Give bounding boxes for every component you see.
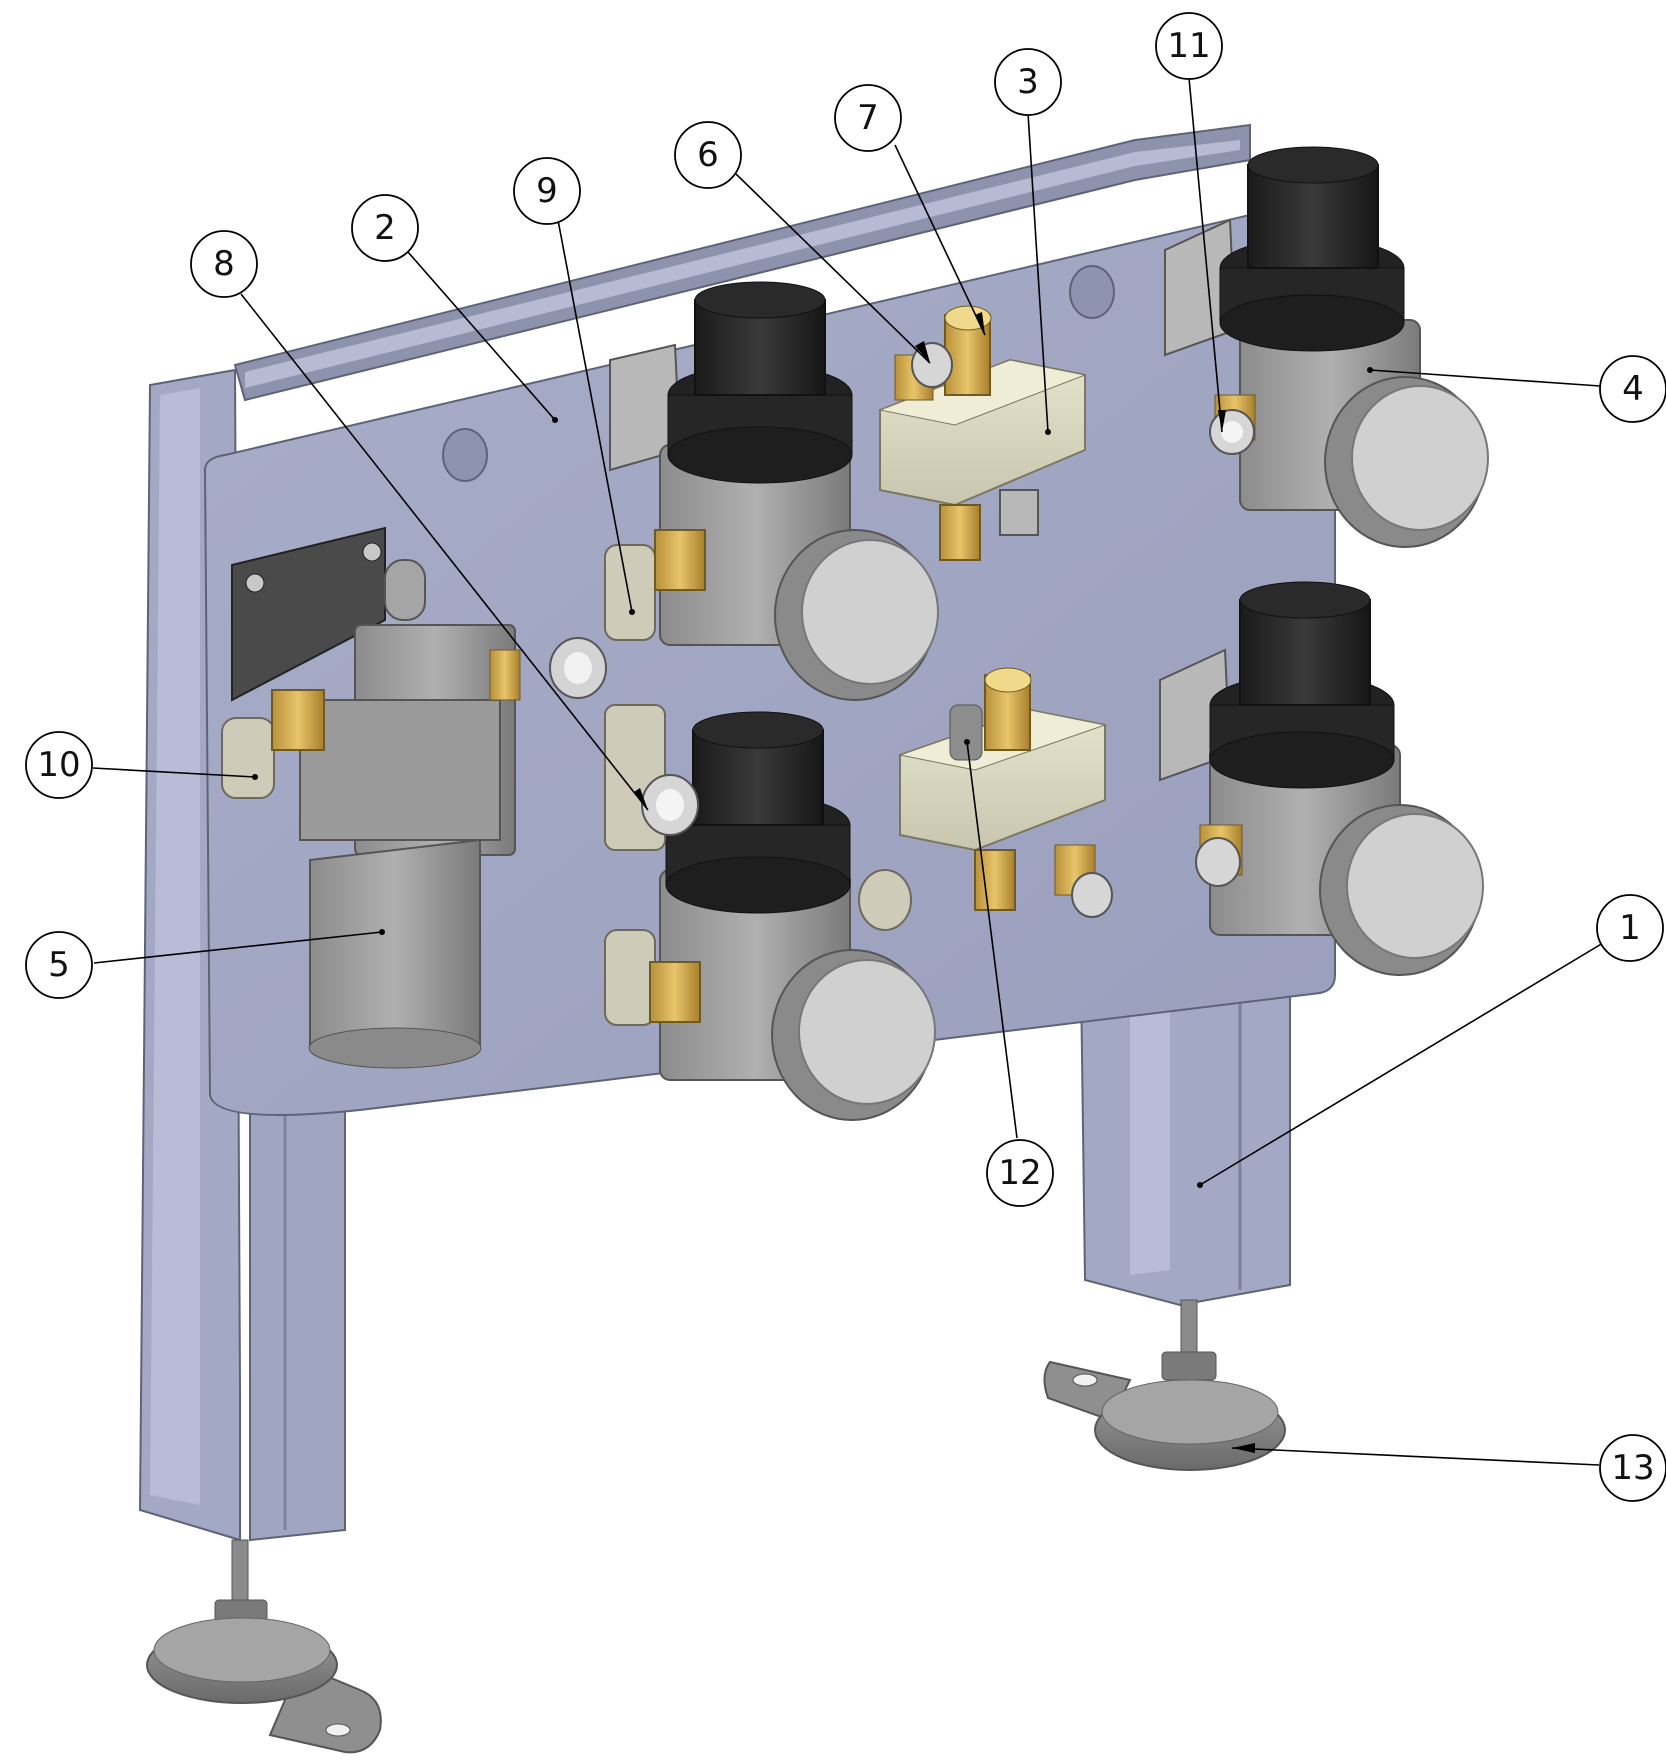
regulator-bottom-middle xyxy=(604,704,936,1121)
leveling-foot-left xyxy=(146,1539,382,1754)
regulator-top-right xyxy=(1164,146,1489,548)
leader-11 xyxy=(1188,77,1223,433)
leader-5 xyxy=(93,931,383,964)
leader-6 xyxy=(735,173,931,364)
leveling-foot-right xyxy=(1043,1299,1286,1471)
leader-8 xyxy=(240,293,649,811)
plate-hole xyxy=(1069,265,1115,319)
balloon-10: 10 xyxy=(25,731,93,799)
leader-10 xyxy=(92,767,256,778)
balloon-label: 11 xyxy=(1167,26,1210,66)
balloon-label: 2 xyxy=(374,208,396,248)
balloon-4: 4 xyxy=(1599,355,1666,423)
balloon-7: 7 xyxy=(834,84,902,152)
regulator-bottom-right xyxy=(1159,581,1484,976)
balloon-8: 8 xyxy=(190,230,258,298)
leader-lines xyxy=(92,77,1609,1466)
balloon-label: 4 xyxy=(1622,369,1644,409)
balloon-9: 9 xyxy=(513,157,581,225)
balloon-label: 7 xyxy=(857,98,879,138)
leader-7 xyxy=(894,144,986,336)
balloon-label: 6 xyxy=(697,135,719,175)
leader-4 xyxy=(1369,369,1601,387)
balloon-label: 13 xyxy=(1611,1448,1654,1488)
leader-13 xyxy=(1231,1447,1600,1466)
balloon-13: 13 xyxy=(1599,1434,1666,1502)
balloon-label: 12 xyxy=(998,1153,1041,1193)
balloon-label: 8 xyxy=(213,244,235,284)
valve-bottom xyxy=(898,667,1113,918)
balloon-label: 9 xyxy=(536,171,558,211)
leader-2 xyxy=(407,251,556,421)
elbow-fitting-left xyxy=(221,689,325,799)
balloon-6: 6 xyxy=(674,121,742,189)
balloon-5: 5 xyxy=(25,931,93,999)
filter-bracket xyxy=(231,526,386,702)
balloon-label: 10 xyxy=(37,745,80,785)
balloon-2: 2 xyxy=(351,194,419,262)
plate-hole xyxy=(442,428,488,482)
balloon-3: 3 xyxy=(994,48,1062,116)
regulator-top-middle xyxy=(604,281,939,701)
leader-3 xyxy=(1027,112,1049,433)
balloon-label: 3 xyxy=(1017,62,1039,102)
callout-balloons: 1 2 3 4 5 6 7 8 xyxy=(25,12,1666,1502)
balloon-11: 11 xyxy=(1155,12,1223,80)
filter-lubricator-unit xyxy=(231,526,607,1069)
leader-12 xyxy=(966,741,1018,1139)
balloon-label: 1 xyxy=(1619,908,1641,948)
balloon-label: 5 xyxy=(48,945,70,985)
leader-endpoints xyxy=(252,312,1373,1453)
valve-top xyxy=(878,305,1087,561)
leader-1 xyxy=(1199,939,1609,1186)
leader-9 xyxy=(557,219,633,613)
balloon-1: 1 xyxy=(1596,894,1664,962)
balloon-12: 12 xyxy=(986,1139,1054,1207)
